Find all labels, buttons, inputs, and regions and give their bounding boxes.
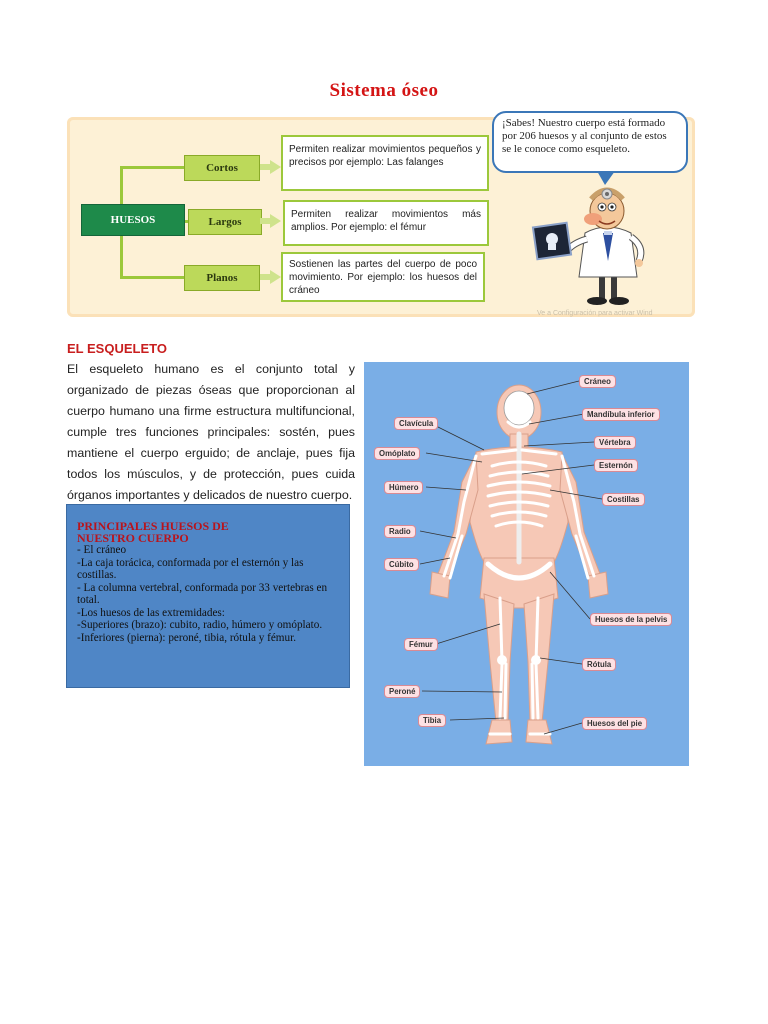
branch-label: Cortos bbox=[206, 162, 238, 174]
label-omoplato: Omóplato bbox=[374, 447, 421, 460]
label-pelvis: Huesos de la pelvis bbox=[590, 613, 673, 626]
branch-description-largos: Permiten realizar movimientos más amplio… bbox=[283, 200, 489, 246]
tree-line-largos bbox=[182, 220, 188, 223]
box-line: - El cráneo bbox=[77, 544, 127, 556]
label-esternon: Esternón bbox=[594, 459, 638, 472]
branch-description-planos: Sostienen las partes del cuerpo de poco … bbox=[281, 252, 485, 302]
box-line: -Superiores (brazo): cubito, radio, húme… bbox=[77, 619, 323, 631]
speech-bubble-tail bbox=[597, 171, 615, 185]
label-rotula: Rótula bbox=[582, 658, 617, 671]
section-heading: EL ESQUELETO bbox=[67, 341, 167, 356]
box-line: -La caja torácica, conformada por el est… bbox=[77, 556, 304, 582]
label-costillas: Costillas bbox=[602, 493, 645, 506]
label-perone: Peroné bbox=[384, 685, 421, 698]
label-humero: Húmero bbox=[384, 481, 424, 494]
branch-description-cortos: Permiten realizar movimientos pequeños y… bbox=[281, 135, 489, 191]
label-tibia: Tibia bbox=[418, 714, 447, 727]
box-line: - La columna vertebral, conformada por 3… bbox=[77, 581, 328, 607]
label-cubito: Cúbito bbox=[384, 558, 419, 571]
section-body: El esqueleto humano es el conjunto total… bbox=[67, 362, 355, 502]
skeleton-illustration bbox=[419, 380, 609, 745]
arrow-icon bbox=[260, 270, 281, 284]
box-line: -Los huesos de las extremidades: bbox=[77, 606, 225, 619]
branch-box-cortos: Cortos bbox=[184, 155, 260, 181]
branch-label: Largos bbox=[208, 216, 242, 228]
label-craneo: Cráneo bbox=[579, 375, 616, 388]
label-femur: Fémur bbox=[404, 638, 438, 651]
label-radio: Radio bbox=[384, 525, 416, 538]
label-mandibula: Mandíbula inferior bbox=[582, 408, 660, 421]
label-vertebra: Vértebra bbox=[594, 436, 636, 449]
arrow-icon bbox=[260, 160, 281, 174]
label-clavicula: Clavícula bbox=[394, 417, 439, 430]
arrow-icon bbox=[260, 214, 281, 228]
label-pie: Huesos del pie bbox=[582, 717, 648, 730]
branch-label: Planos bbox=[206, 272, 238, 284]
watermark: Ve a Configuración para activar Wind bbox=[537, 310, 653, 317]
skeleton-figure: Cráneo Mandíbula inferior Clavícula Vért… bbox=[364, 362, 689, 766]
tree-line-cortos bbox=[120, 166, 184, 169]
root-label: HUESOS bbox=[110, 214, 156, 226]
page-title: Sistema óseo bbox=[329, 80, 439, 101]
tree-line-planos bbox=[120, 276, 184, 279]
box-line: -Inferiores (pierna): peroné, tibia, rót… bbox=[77, 631, 296, 644]
speech-bubble: ¡Sabes! Nuestro cuerpo está formado por … bbox=[492, 111, 688, 173]
root-box-huesos: HUESOS bbox=[81, 204, 185, 236]
branch-box-planos: Planos bbox=[184, 265, 260, 291]
box-title: PRINCIPALES HUESOS DE NUESTRO CUERPO bbox=[77, 519, 229, 545]
doctor-illustration bbox=[531, 187, 645, 305]
branch-box-largos: Largos bbox=[188, 209, 262, 235]
bone-types-diagram: HUESOS Cortos Largos Planos Permiten rea… bbox=[67, 111, 695, 317]
principal-bones-box: PRINCIPALES HUESOS DE NUESTRO CUERPO - E… bbox=[66, 504, 350, 688]
